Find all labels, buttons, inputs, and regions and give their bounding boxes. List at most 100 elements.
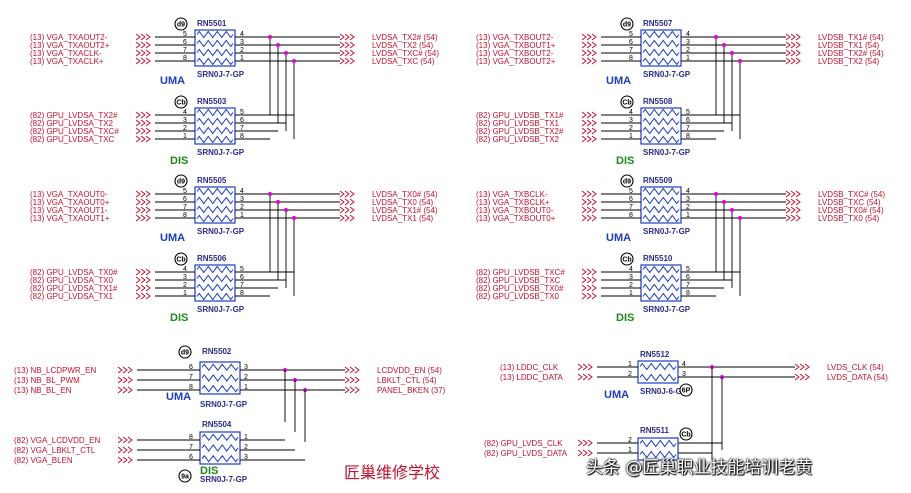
right-pin: 5 (686, 266, 690, 273)
left-chevron (577, 373, 593, 381)
rn5504-mark2-text: 9a (181, 474, 189, 481)
junction-dot (714, 35, 718, 39)
right-chevron (339, 198, 355, 206)
left-chevron (135, 292, 151, 300)
left-signal-rn5509-3: (13) VGA_TXBOUT0+ (476, 214, 556, 223)
left-signal-rn5501-0: (13) VGA_TXAOUT2- (30, 33, 108, 42)
right-chevron (785, 198, 801, 206)
rn5506-mark (174, 252, 188, 266)
left-pin: 6 (189, 454, 193, 461)
junction-dot (268, 35, 272, 39)
right-pin: 4 (682, 361, 686, 368)
rn5511-label: RN5511 (640, 426, 669, 435)
right-signal-rn5501-3: LVDSA_TXC (54) (372, 57, 435, 66)
junction-dot (722, 43, 726, 47)
left-signal-rn5511-0: (82) GPU_LVDS_CLK (484, 439, 563, 448)
left-chevron (135, 198, 151, 206)
rn5507-resistor (642, 39, 680, 48)
left-chevron (135, 111, 151, 119)
left-signal-rn5501-2: (13) VGA_TXACLK- (30, 49, 102, 58)
left-pin: 1 (629, 133, 633, 140)
right-pin: 7 (240, 125, 244, 132)
rn5503-resistor (196, 135, 234, 144)
right-chevron (785, 206, 801, 214)
left-signal-rn5506-0: (82) GPU_LVDSA_TX0# (30, 268, 118, 277)
right-signal-rn5502-2: PANEL_BKEN (37) (377, 386, 446, 395)
right-chevron (785, 33, 801, 41)
rn5511-body (637, 437, 679, 461)
right-pin: 4 (686, 188, 690, 195)
left-signal-rn5506-3: (82) GPU_LVDSA_TX1 (30, 292, 114, 301)
left-pin: 7 (629, 47, 633, 54)
rn5512-resistor (639, 373, 677, 382)
rn5505-mark-text: d9 (177, 179, 185, 186)
left-pin: 7 (629, 204, 633, 211)
rn5510-mark (620, 252, 634, 266)
left-chevron (117, 386, 133, 394)
rn5510-resistor (642, 283, 680, 292)
rn5502-resistor (201, 384, 239, 393)
left-chevron (581, 198, 597, 206)
left-pin: 6 (183, 196, 187, 203)
left-chevron (135, 135, 151, 143)
rn5501-label: RN5501 (197, 19, 227, 28)
left-chevron (581, 135, 597, 143)
rn5507-resistor (642, 48, 680, 57)
left-signal-rn5510-1: (82) GPU_LVDSB_TXC (476, 276, 561, 285)
left-chevron (581, 190, 597, 198)
left-pin: 5 (183, 31, 187, 38)
right-chevron (339, 49, 355, 57)
left-chevron (117, 366, 133, 374)
rn5507-resistor (642, 30, 680, 39)
rn5506-part: SRN0J-7-GP (197, 305, 245, 314)
right-chevron (785, 57, 801, 65)
left-signal-rn5505-1: (13) VGA_TXAOUT0+ (30, 198, 110, 207)
left-pin: 2 (629, 282, 633, 289)
rn5504-resistor (201, 454, 239, 463)
left-signal-rn5509-2: (13) VGA_TXBOUT0- (476, 206, 554, 215)
right-signal-rn5502-0: LCDVDD_EN (54) (377, 366, 442, 375)
right-chevron (339, 41, 355, 49)
rn5503-mark (174, 95, 188, 109)
right-chevron (794, 363, 810, 371)
watermark-right: 头条 @匠巢职业技能培训老黄 (586, 458, 813, 478)
left-pin: 6 (183, 39, 187, 46)
rn5510-body (640, 264, 682, 302)
junction-dot (730, 51, 734, 55)
left-pin: 3 (183, 117, 187, 124)
left-chevron (117, 456, 133, 464)
rn5511-resistor (639, 439, 677, 448)
left-pin: 2 (629, 125, 633, 132)
right-pin: 6 (240, 274, 244, 281)
rn5509-resistor (642, 187, 680, 196)
rn5508-body (640, 107, 682, 145)
dis-label: DIS (170, 155, 188, 167)
right-chevron (785, 41, 801, 49)
right-chevron (344, 376, 360, 384)
left-chevron (117, 376, 133, 384)
rn5512-part: SRN0J-6-GP (640, 387, 688, 396)
right-pin: 3 (682, 371, 686, 378)
left-pin: 5 (629, 31, 633, 38)
right-chevron (339, 206, 355, 214)
left-pin: 8 (189, 434, 193, 441)
left-chevron (135, 214, 151, 222)
rn5512-body (637, 360, 679, 384)
rn5502-resistor (201, 363, 239, 372)
left-chevron (581, 292, 597, 300)
left-chevron (581, 111, 597, 119)
right-signal-rn5501-1: LVDSA_TX2 (54) (372, 41, 434, 50)
left-pin: 2 (628, 371, 632, 378)
rn5505-resistor (196, 187, 234, 196)
rn5509-label: RN5509 (643, 176, 673, 185)
right-pin: 1 (240, 55, 244, 62)
rn5507-resistor (642, 57, 680, 66)
left-chevron (581, 206, 597, 214)
rn5507-mark (620, 17, 634, 31)
left-signal-rn5511-1: (82) GPU_LVDS_DATA (484, 449, 568, 458)
rn5508-mark-text: Cb (622, 100, 631, 107)
rn5503-resistor (196, 126, 234, 135)
right-pin: 1 (686, 55, 690, 62)
uma-label: UMA (606, 232, 631, 244)
